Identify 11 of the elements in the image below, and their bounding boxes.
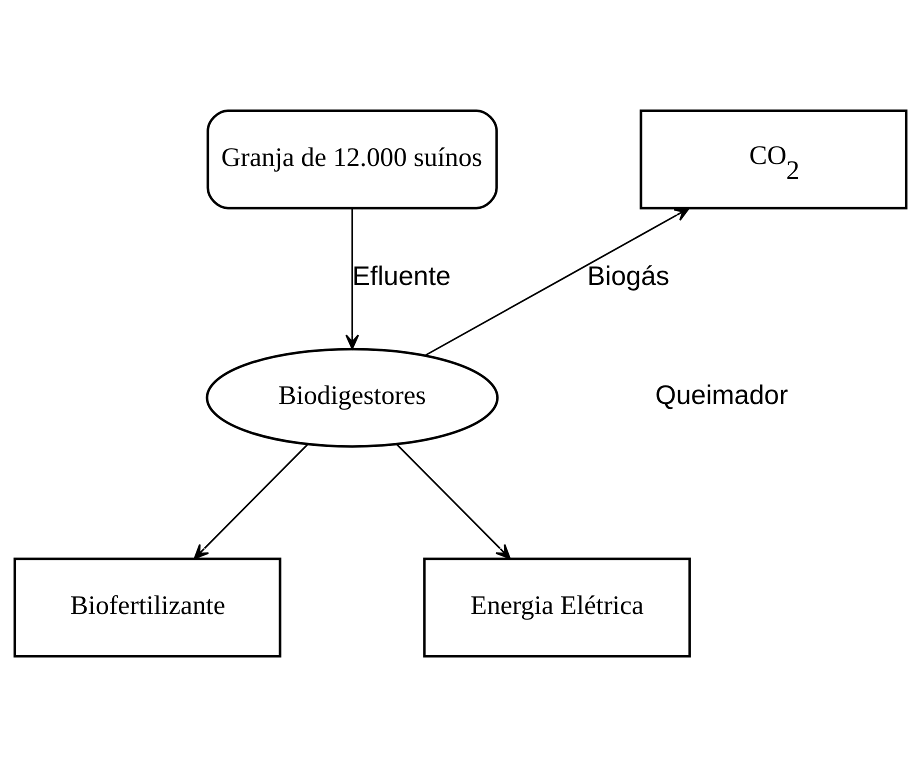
edge-label: Efluente [352,260,451,290]
node-box: Granja de 12.000 suínos [206,108,498,209]
arrow [345,208,360,349]
arrow [424,207,690,356]
arrow [194,443,308,559]
label: Queimador [655,380,788,410]
node-ellipse: Biodigestores [206,347,499,448]
node-box: Energia Elétrica [423,557,691,658]
node-box: Biofertilizante [14,557,282,658]
arrow [396,443,511,559]
edge-label: Biogás [587,260,670,290]
